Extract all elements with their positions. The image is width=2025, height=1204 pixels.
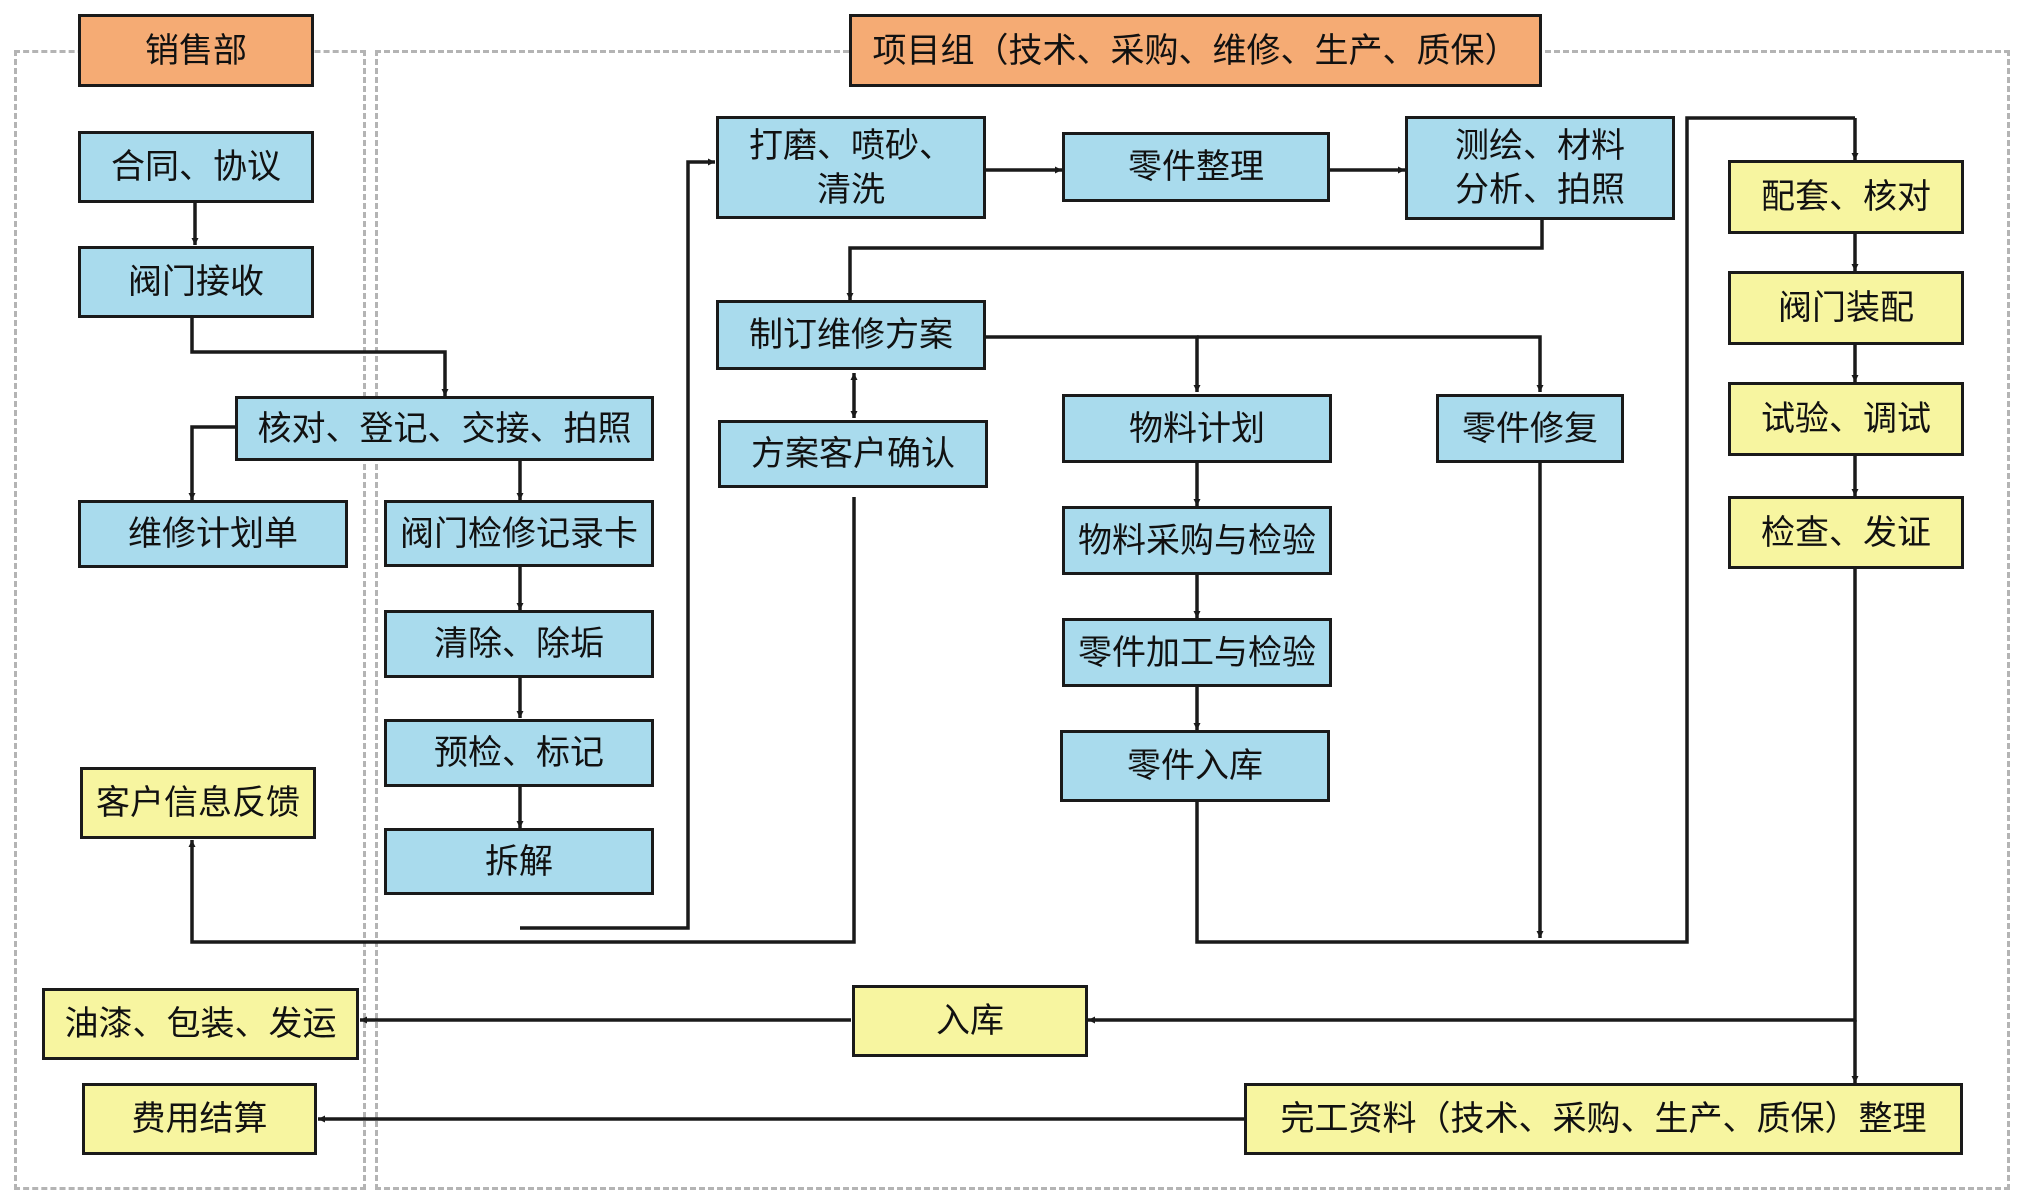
node-grind-blast-wash: 打磨、喷砂、 清洗 [716,116,986,219]
node-verify-register: 核对、登记、交接、拍照 [235,396,654,461]
node-inspect-certify: 检查、发证 [1728,496,1964,569]
node-repair-plan-list: 维修计划单 [78,500,348,568]
node-contract: 合同、协议 [78,131,314,203]
node-material-plan: 物料计划 [1062,394,1332,463]
node-purchase-inspect: 物料采购与检验 [1062,506,1332,575]
node-customer-feedback: 客户信息反馈 [80,767,316,839]
node-survey-analysis: 测绘、材料 分析、拍照 [1405,116,1675,220]
arrow-disassemble-to-grind [520,158,715,930]
node-match-check: 配套、核对 [1728,160,1964,234]
node-repair-record-card: 阀门检修记录卡 [384,500,654,567]
project-group-header: 项目组（技术、采购、维修、生产、质保） [849,14,1542,87]
node-paint-pack-ship: 油漆、包装、发运 [42,988,359,1060]
line-storage-merge [1195,116,1855,944]
node-valve-receive: 阀门接收 [78,246,314,318]
arrow-receive-to-verify [190,317,449,396]
node-disassemble: 拆解 [384,828,654,895]
arrow-plan-to-repair [1197,335,1544,392]
node-machining-inspect: 零件加工与检验 [1062,618,1332,687]
node-precheck-mark: 预检、标记 [384,719,654,787]
node-test-debug: 试验、调试 [1728,382,1964,456]
arrow-survey-to-plan [846,220,1544,300]
node-parts-storage: 零件入库 [1060,730,1330,802]
node-plan-customer-confirm: 方案客户确认 [718,420,988,488]
node-completion-docs: 完工资料（技术、采购、生产、质保）整理 [1244,1083,1963,1155]
arrow-plan-to-material [985,335,1201,392]
node-parts-repair: 零件修复 [1436,394,1624,463]
arrow-verify-to-plan-list [188,425,236,500]
node-valve-assembly: 阀门装配 [1728,271,1964,345]
node-warehouse-in: 入库 [852,985,1088,1057]
node-cost-settlement: 费用结算 [82,1083,317,1155]
arrow-confirm-to-feedback [188,497,856,944]
node-clean-descale: 清除、除垢 [384,610,654,678]
node-make-repair-plan: 制订维修方案 [716,300,986,370]
node-parts-sort: 零件整理 [1062,132,1330,202]
sales-department-header: 销售部 [78,14,314,87]
